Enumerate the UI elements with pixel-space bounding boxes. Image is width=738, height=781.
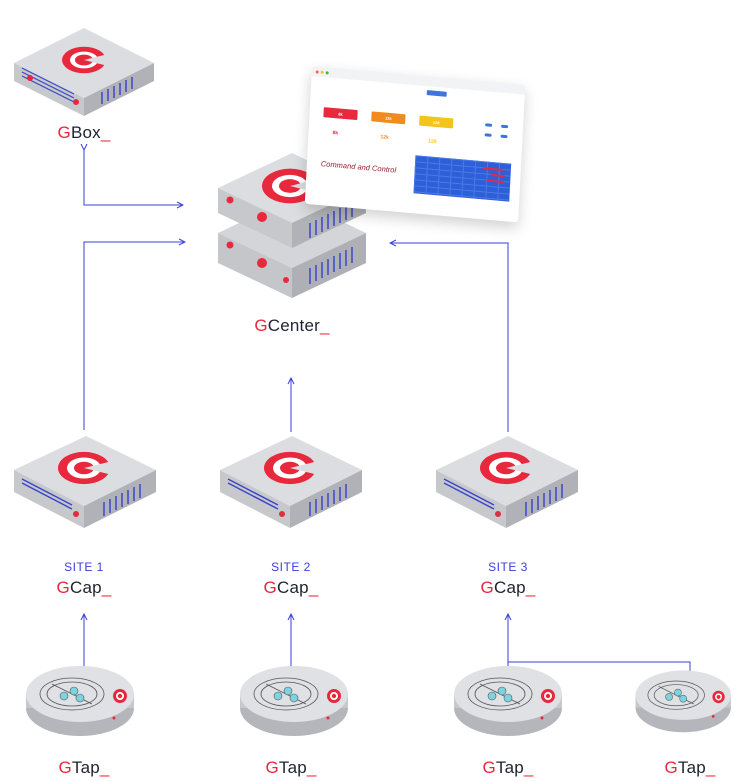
gcap3-router-icon [436,436,578,528]
gbox-router-icon [14,28,154,116]
gcenter-server-icon [218,153,366,298]
site3-label: SITE 3 [488,560,528,574]
gcap2-label: GCap_ [263,578,319,597]
dashboard-heatmap [413,155,512,202]
gtap3-sensor-icon [454,666,562,736]
gcap3-label: GCap_ [480,578,536,597]
gtap3-label: GTap_ [482,758,534,777]
gtap1-sensor-icon [26,666,134,736]
gcap1-router-icon [14,436,156,528]
gtap4-label: GTap_ [664,758,716,777]
connector-gcap1 [83,242,185,430]
gcap1-label: GCap_ [56,578,112,597]
gtap1-label: GTap_ [58,758,110,777]
connector-gbox [84,150,183,205]
gtap2-label: GTap_ [265,758,317,777]
gbox-label: GBox_ [57,123,111,142]
gcenter-label: GCenter_ [254,316,330,335]
dashboard-title: Command and Control [320,159,397,175]
gcap2-router-icon [220,436,362,528]
gtap4-sensor-icon [635,670,731,733]
site2-label: SITE 2 [271,560,311,574]
gtap2-sensor-icon [240,666,348,736]
dashboard-preview: 8k 12k 128 8k 12k 120 Command and Contro… [304,66,526,223]
connector-gcap3 [390,243,509,432]
site1-label: SITE 1 [64,560,104,574]
